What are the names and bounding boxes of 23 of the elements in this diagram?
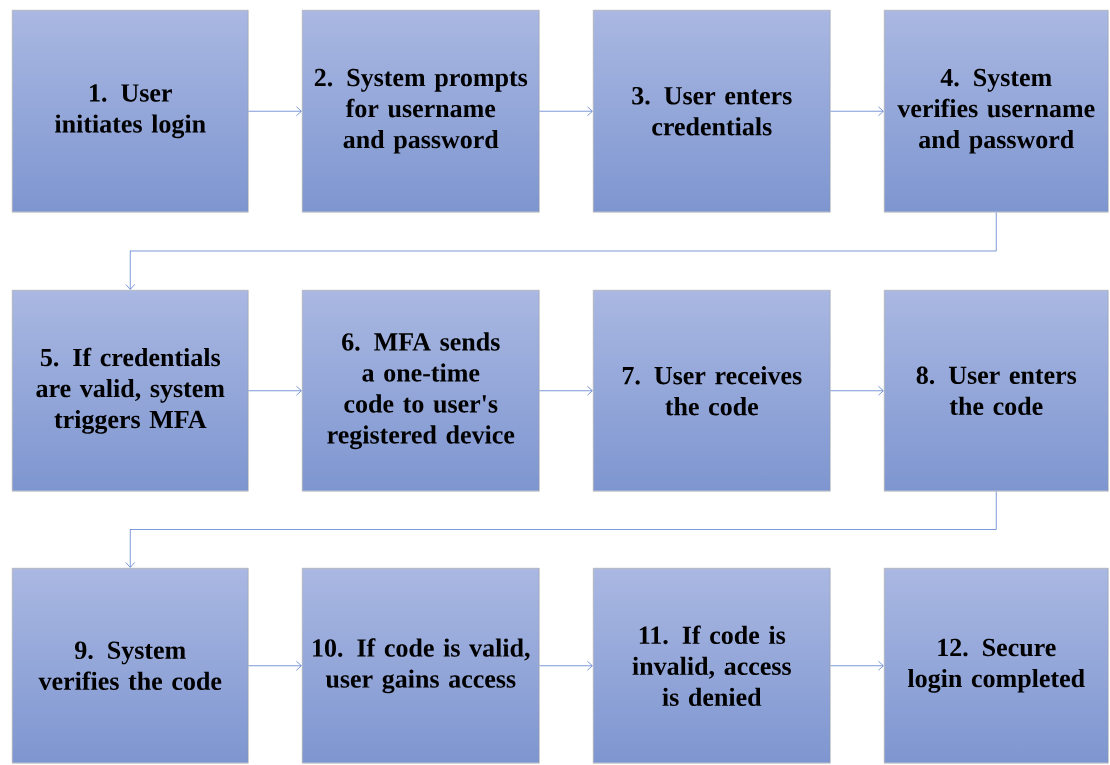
arrow [125, 491, 997, 568]
arrow [248, 106, 302, 117]
arrow [539, 106, 593, 117]
arrow [248, 660, 302, 671]
process-box: 9. System verifies the code [12, 568, 249, 764]
arrow [248, 385, 302, 396]
arrow [125, 212, 997, 290]
process-box: 8. User enters the code [884, 290, 1109, 492]
process-box: 4. System verifies username and password [884, 10, 1109, 213]
arrow [539, 660, 593, 671]
process-box: 2. System prompts for username and password [302, 10, 540, 213]
arrow [539, 385, 593, 396]
process-box: 3. User enters credentials [593, 10, 831, 213]
process-box: 1. User initiates login [12, 10, 249, 213]
process-box: 11. If code is invalid, access is denied [593, 568, 831, 764]
process-box: 12. Secure login completed [884, 568, 1109, 764]
arrow [830, 660, 884, 671]
process-box: 7. User receives the code [593, 290, 831, 492]
process-box: 10. If code is valid, user gains access [302, 568, 540, 764]
process-box: 6. MFA sends a one-time code to user's registered device [302, 290, 540, 492]
arrow [830, 106, 884, 117]
arrow [830, 385, 884, 396]
process-box: 5. If credentials are valid, system triggers MFA [12, 290, 249, 492]
